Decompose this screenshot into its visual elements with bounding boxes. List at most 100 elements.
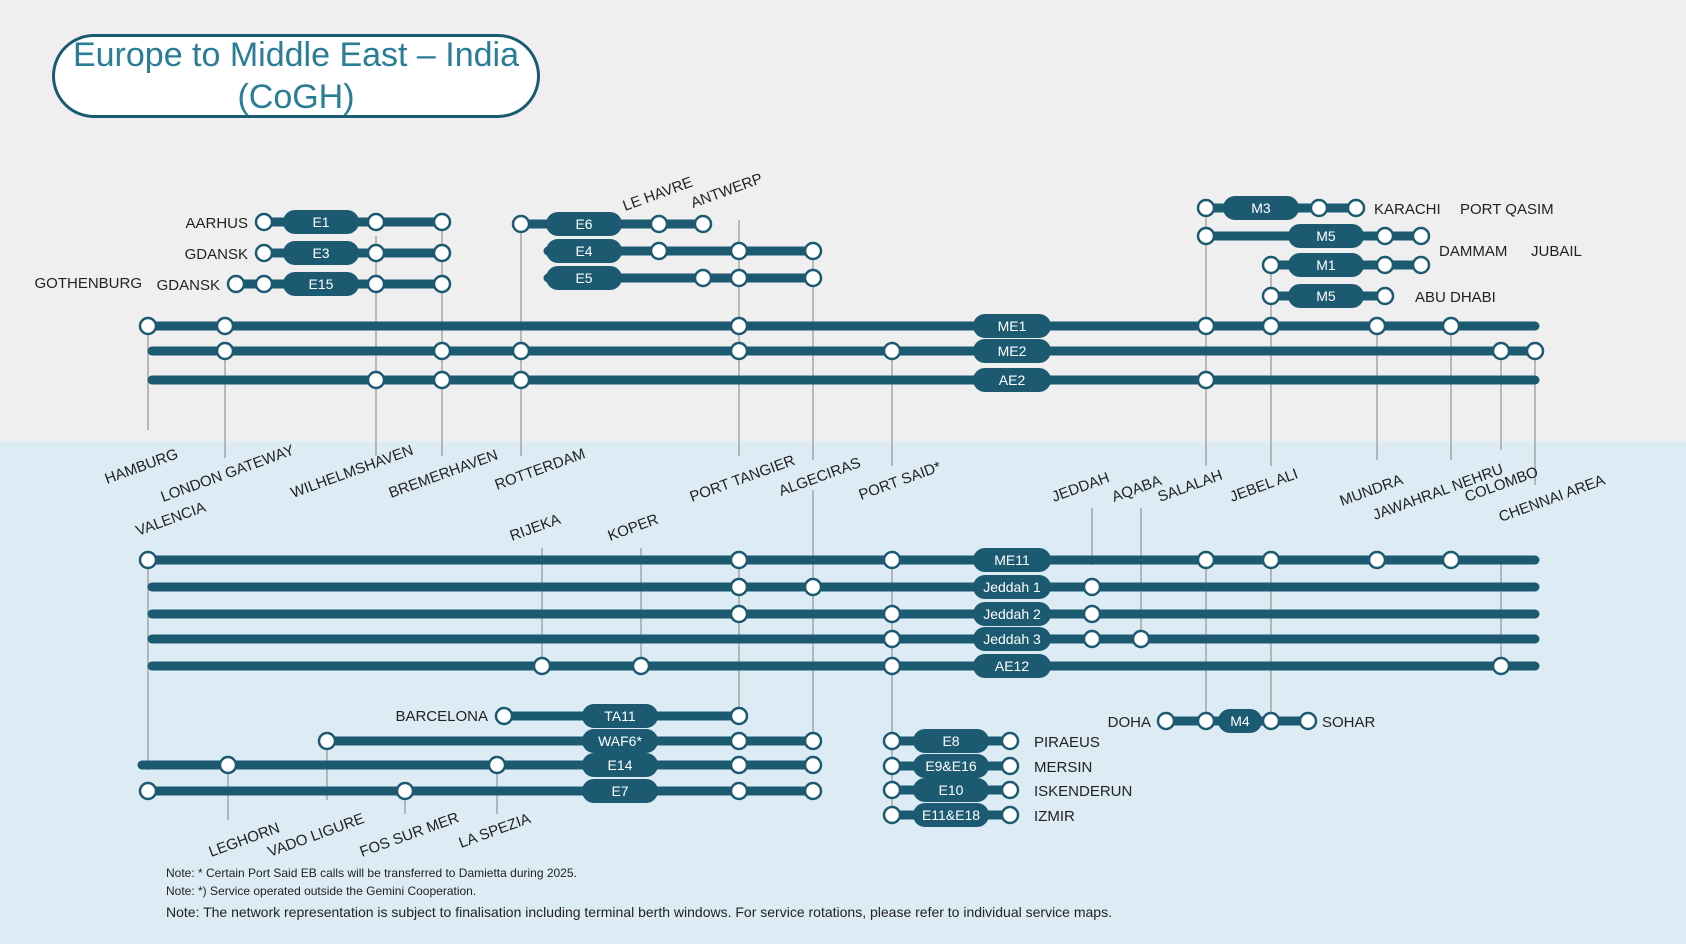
port-stop [729,604,749,624]
port-stop [1411,255,1431,275]
port-stop [882,780,902,800]
port-label-piraeus: PIRAEUS [1034,734,1100,751]
service-label: Jeddah 3 [983,631,1041,647]
port-stop [882,629,902,649]
port-label-gdansk-2: GDANSK [157,277,220,294]
port-stop [1082,577,1102,597]
port-label-sohar: SOHAR [1322,714,1376,731]
port-stop [803,577,823,597]
port-stop [1525,341,1545,361]
port-stop [1196,711,1216,731]
port-stop [1131,629,1151,649]
service-label-pill [973,654,1051,678]
port-label-jubail: JUBAIL [1531,243,1582,260]
service-label: E15 [309,276,334,292]
port-stop [138,316,158,336]
service-label: E6 [575,216,592,232]
port-stop [1441,550,1461,570]
service-label: E7 [611,783,628,799]
port-stop [1196,198,1216,218]
service-label-pill [1218,709,1262,733]
port-stop [366,243,386,263]
service-label-pill [582,753,658,777]
port-label-dammam: DAMMAM [1439,243,1507,260]
port-stop [882,341,902,361]
service-label: WAF6* [598,733,642,749]
port-label-gdansk-1: GDANSK [185,246,248,263]
port-stop [882,731,902,751]
service-label: E5 [575,270,592,286]
port-stop [494,706,514,726]
port-stop [1196,226,1216,246]
service-label-pill [973,548,1051,572]
port-stop [366,274,386,294]
port-stop [366,370,386,390]
port-stop [1000,780,1020,800]
port-stop [254,212,274,232]
service-label-pill [546,239,622,263]
port-stop [1367,316,1387,336]
port-label-aarhus: AARHUS [185,215,248,232]
port-stop [1261,711,1281,731]
service-label-pill [1288,224,1364,248]
port-stop [803,241,823,261]
service-label: E9&E16 [925,758,977,774]
port-stop [1309,198,1329,218]
port-label-iskenderun: ISKENDERUN [1034,783,1132,800]
port-stop [138,781,158,801]
service-label-pill [913,778,989,802]
port-stop [1375,226,1395,246]
service-label: ME2 [998,343,1027,359]
service-label: M4 [1230,713,1250,729]
service-label: E10 [939,782,964,798]
port-stop [254,243,274,263]
service-label-pill [546,266,622,290]
footnotes: Note: * Certain Port Said EB calls will … [166,864,1112,922]
port-label-port-qasim: PORT QASIM [1460,201,1554,218]
service-label: ME11 [994,552,1030,568]
service-label: AE12 [995,658,1029,674]
service-label-pill [1288,284,1364,308]
port-stop [729,341,749,361]
port-stop [882,756,902,776]
port-stop [1196,370,1216,390]
port-stop [1441,316,1461,336]
port-stop [432,274,452,294]
service-label-pill [546,212,622,236]
port-stop [882,550,902,570]
port-stop [729,577,749,597]
port-stop [803,755,823,775]
service-label: ME1 [998,318,1027,334]
port-stop [215,316,235,336]
port-stop [215,341,235,361]
service-label: TA11 [604,708,636,724]
port-stop [803,731,823,751]
port-stop [511,370,531,390]
port-label-doha: DOHA [1108,714,1151,731]
port-stop [729,241,749,261]
title-line-2: (CoGH) [237,78,355,116]
service-label-pill [913,803,989,827]
service-label: M3 [1251,200,1271,216]
service-label: E3 [312,245,329,261]
port-stop [218,755,238,775]
port-stop [1367,550,1387,570]
port-stop [317,731,337,751]
port-stop [432,341,452,361]
service-label-pill [582,779,658,803]
port-stop [1000,731,1020,751]
port-stop [1375,255,1395,275]
port-stop [1082,604,1102,624]
port-stop [1261,255,1281,275]
service-label: M1 [1316,257,1336,273]
port-stop [1000,805,1020,825]
note-gemini: Note: *) Service operated outside the Ge… [166,884,477,898]
port-stop [511,214,531,234]
service-label-pill [283,272,359,296]
service-label-pill [283,241,359,265]
service-label: AE2 [999,372,1026,388]
lower-band [0,441,1686,944]
map-title: Europe to Middle East – India (CoGH) [52,34,540,118]
service-label: E11&E18 [922,807,980,823]
